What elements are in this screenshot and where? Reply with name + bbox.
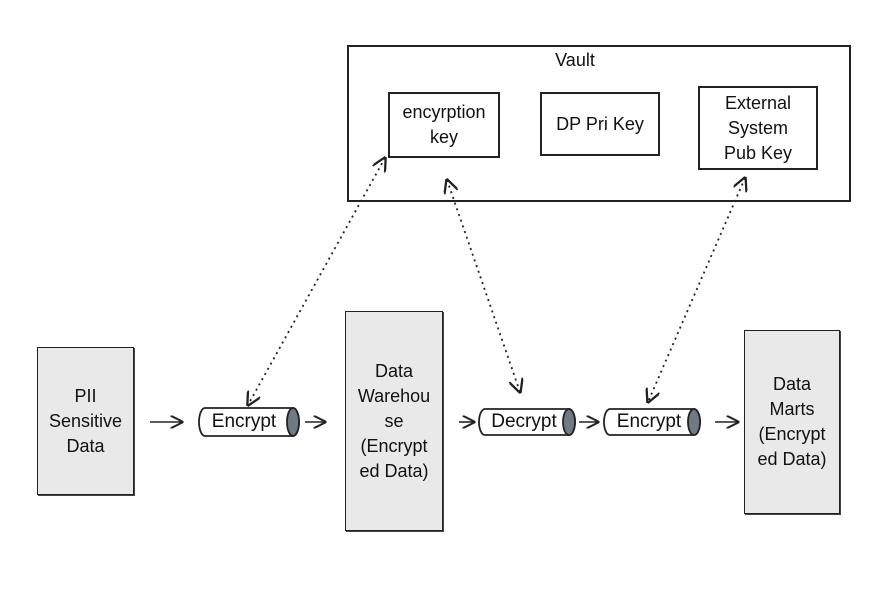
link-encryption-key-to-encrypt [248, 158, 385, 405]
link-key-to-decrypt [447, 180, 520, 392]
pipe-encrypt-1-cap [286, 407, 300, 437]
data-marts-label: Data Marts (Encrypt ed Data) [757, 374, 827, 469]
encrypt-step-1-label: Encrypt [211, 411, 277, 432]
pipe-encrypt-2 [603, 408, 701, 436]
pii-data-store: PII Sensitive Data [37, 347, 134, 495]
pipe-decrypt-cap [562, 408, 576, 436]
encrypt-step-2-label: Encrypt [616, 411, 682, 432]
external-public-key-label: External System Pub Key [723, 92, 793, 163]
data-marts-store: Data Marts (Encrypt ed Data) [744, 330, 840, 514]
vault-frame [347, 45, 851, 202]
vault-title: Vault [555, 50, 595, 70]
dp-private-key-label: DP Pri Key [556, 113, 644, 134]
data-warehouse-store: Data Warehou se (Encrypt ed Data) [345, 311, 443, 531]
pii-data-label: PII Sensitive Data [48, 385, 123, 456]
link-pub-key-to-encrypt [648, 178, 745, 402]
encryption-key-box: encyrption key [388, 92, 500, 158]
dp-private-key-box: DP Pri Key [540, 92, 660, 156]
pipe-encrypt-2-cap [687, 408, 701, 436]
data-warehouse-label: Data Warehou se (Encrypt ed Data) [357, 360, 431, 481]
encryption-key-label: encyrption key [402, 102, 486, 147]
pipe-decrypt [478, 408, 576, 436]
decrypt-step-label: Decrypt [491, 411, 557, 432]
pipe-encrypt-1 [198, 407, 300, 437]
external-public-key-box: External System Pub Key [698, 86, 818, 170]
